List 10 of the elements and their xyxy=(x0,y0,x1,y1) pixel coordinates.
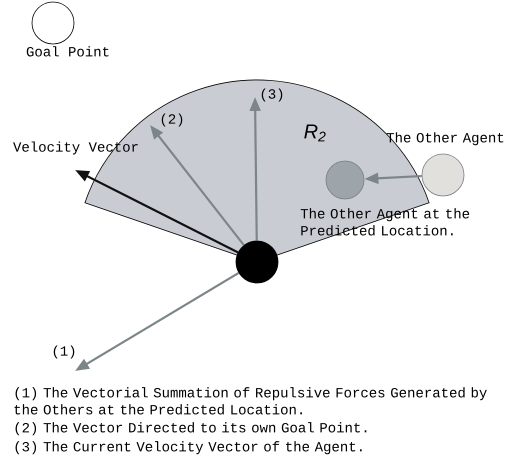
arrow-label: (1) xyxy=(54,345,74,358)
note-text: (1) The Vectorial Summation of Repulsive Forces Generated by the Others at the Predicted Location. xyxy=(14,387,487,414)
note-text: (3) The Current Velocity Vector of the Agent. xyxy=(16,441,362,454)
agent-circle xyxy=(236,240,278,284)
agent-circle xyxy=(422,154,464,196)
node-label: Goal Point xyxy=(26,46,109,56)
predicted-agent-circle xyxy=(326,160,364,200)
arrow-label: (2) xyxy=(162,113,182,126)
note-text: (2) The Vector Directed to its own Goal Point. xyxy=(16,422,366,436)
arrow-label: (3) xyxy=(262,88,282,102)
